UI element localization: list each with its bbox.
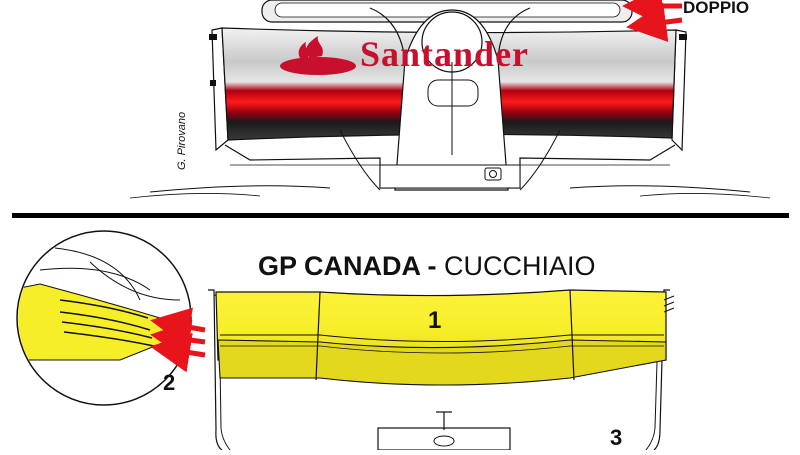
crash-structure-bottom [377, 427, 511, 451]
slot-arrows [150, 307, 206, 373]
endplate-detail-magnifier [16, 230, 192, 406]
section-divider [12, 213, 789, 218]
title-bold: GP CANADA - [258, 251, 437, 281]
title-regular: CUCCHIAIO [444, 251, 596, 281]
top-rear-wing-view [129, 0, 771, 199]
marker-2: 2 [163, 370, 176, 395]
bottom-rear-wing-view [16, 230, 675, 451]
left-endplate-bottom [208, 289, 223, 451]
doppio-arrows [622, 0, 683, 42]
spoon-wing-lower [217, 339, 667, 386]
marker-1: 1 [428, 307, 442, 334]
right-endplate-bottom [653, 289, 670, 451]
wing-pylon-left [315, 291, 321, 381]
wing-pylon-right [569, 289, 575, 381]
left-endplate-detail [209, 34, 217, 40]
diagram-title: GP CANADA - CUCCHIAIO [258, 251, 596, 282]
sponsor-flame-logo [280, 36, 356, 75]
right-endplate-detail [679, 34, 687, 40]
sponsor-text: Santander [360, 34, 530, 74]
central-slot [427, 79, 479, 107]
left-endplate-detail-2 [210, 80, 216, 86]
marker-3: 3 [610, 425, 623, 450]
author-credit: G. Pirovano [176, 111, 188, 170]
rain-light [484, 167, 502, 181]
doppio-label: DOPPIO [683, 0, 750, 17]
